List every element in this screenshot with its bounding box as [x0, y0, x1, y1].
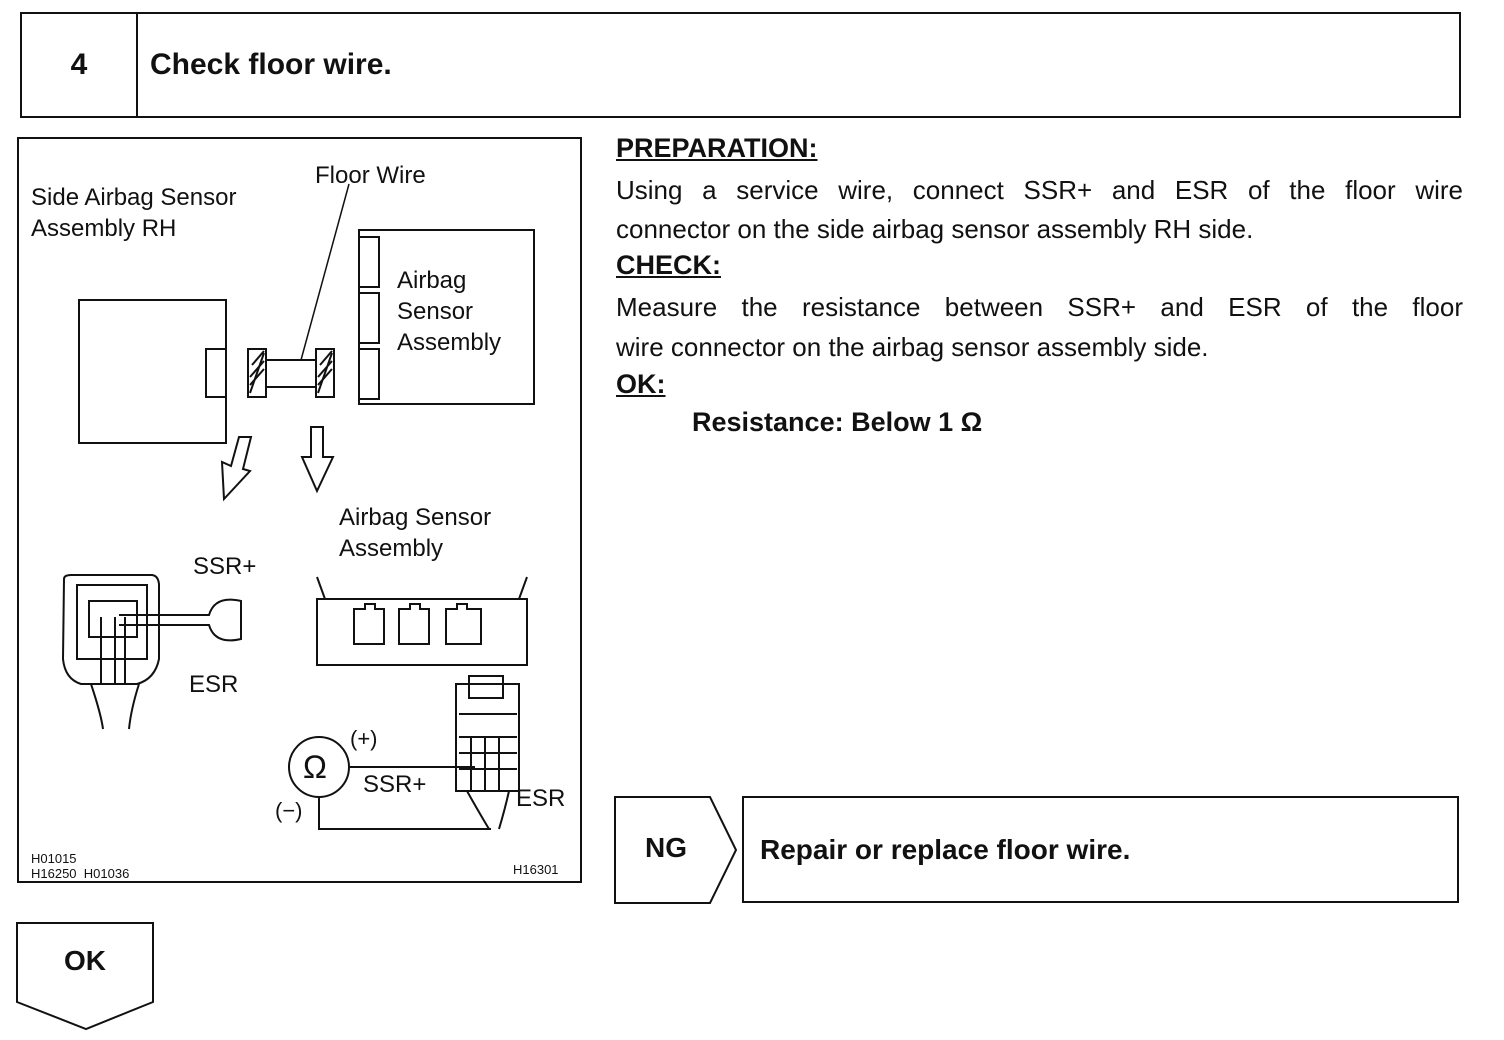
- label-ssr-plus-left: SSR+: [193, 553, 257, 580]
- check-line-1: Measure the resistance between SSR+ and …: [616, 292, 1463, 322]
- down-arrow-icon: [220, 436, 253, 502]
- step-number-cell: 4: [22, 14, 138, 116]
- step-number: 4: [70, 48, 88, 81]
- label-plus-terminal: (+): [350, 726, 378, 751]
- label-airbag-sensor-box: Airbag Sensor Assembly: [397, 267, 502, 356]
- resistance-spec: Resistance: Below 1 Ω: [692, 407, 983, 437]
- wiring-illustration: Side Airbag Sensor Assembly RH Floor Wir…: [17, 137, 582, 883]
- step-title: Check floor wire.: [150, 48, 392, 81]
- ng-action-box: Repair or replace floor wire.: [742, 796, 1459, 903]
- preparation-line-2: connector on the side airbag sensor asse…: [616, 214, 1254, 244]
- down-arrow-icon: [300, 426, 335, 494]
- label-minus-terminal: (−): [275, 798, 303, 823]
- ok-heading: OK:: [616, 369, 666, 399]
- connector-icon: [61, 574, 160, 685]
- label-esr-right: ESR: [516, 785, 566, 812]
- label-airbag-sensor-assembly: Airbag Sensor Assembly: [339, 504, 492, 562]
- preparation-line-1: Using a service wire, connect SSR+ and E…: [616, 175, 1463, 205]
- connector-icon: [455, 683, 520, 792]
- label-floor-wire: Floor Wire: [315, 162, 426, 189]
- check-line-2: wire connector on the airbag sensor asse…: [616, 332, 1209, 362]
- ok-label: OK: [64, 945, 106, 976]
- label-ssr-plus-right: SSR+: [363, 771, 427, 798]
- side-sensor-body: [78, 299, 227, 444]
- step-header: 4 Check floor wire.: [20, 12, 1461, 118]
- figure-code-right: H16301: [513, 862, 559, 877]
- ng-label: NG: [645, 832, 687, 863]
- ok-arrow-shape: [16, 922, 154, 1031]
- floor-wire-connector-right: [315, 348, 335, 398]
- ohm-symbol: Ω: [303, 749, 327, 785]
- side-sensor-connector: [205, 348, 227, 398]
- ng-arrow-shape: [614, 796, 738, 904]
- ng-action-text: Repair or replace floor wire.: [760, 834, 1131, 865]
- illustration-drawing: [61, 183, 535, 830]
- figure-codes-left: H01015 H16250 H01036: [31, 851, 130, 881]
- label-esr-left: ESR: [189, 671, 239, 698]
- label-side-airbag-sensor: Side Airbag Sensor Assembly RH: [31, 184, 237, 242]
- check-heading: CHECK:: [616, 250, 721, 280]
- floor-wire-connector-left: [247, 348, 267, 398]
- preparation-heading: PREPARATION:: [616, 133, 818, 163]
